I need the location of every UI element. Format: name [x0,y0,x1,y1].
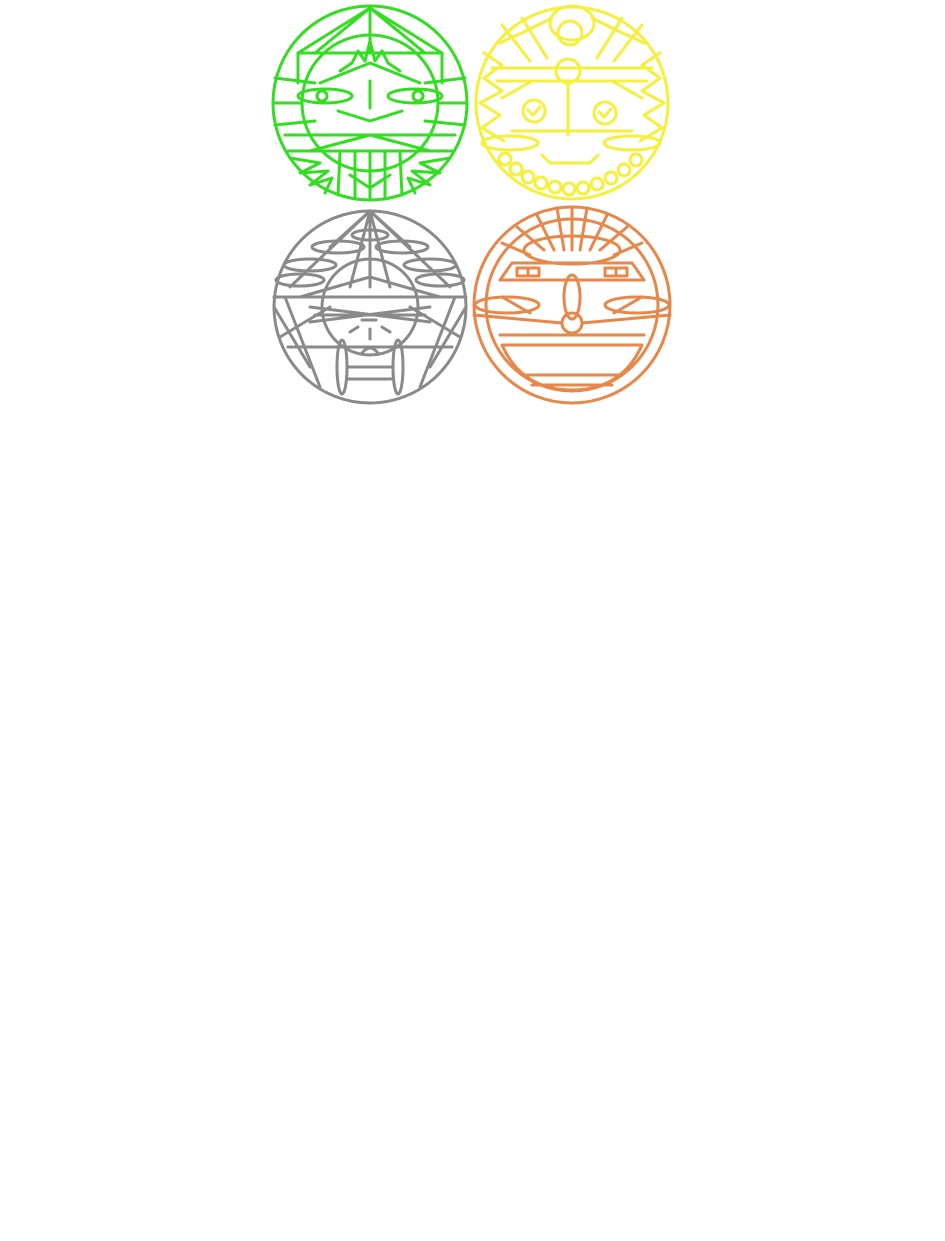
orange-emblem-graphic [472,205,672,405]
orange-face-emblem [472,205,672,405]
yellow-emblem-graphic [474,4,670,201]
green-emblem-graphic [271,4,469,202]
gray-emblem-graphic [272,209,468,405]
green-face-emblem [270,3,470,203]
gray-face-emblem [270,207,470,407]
yellow-face-emblem [472,3,672,203]
